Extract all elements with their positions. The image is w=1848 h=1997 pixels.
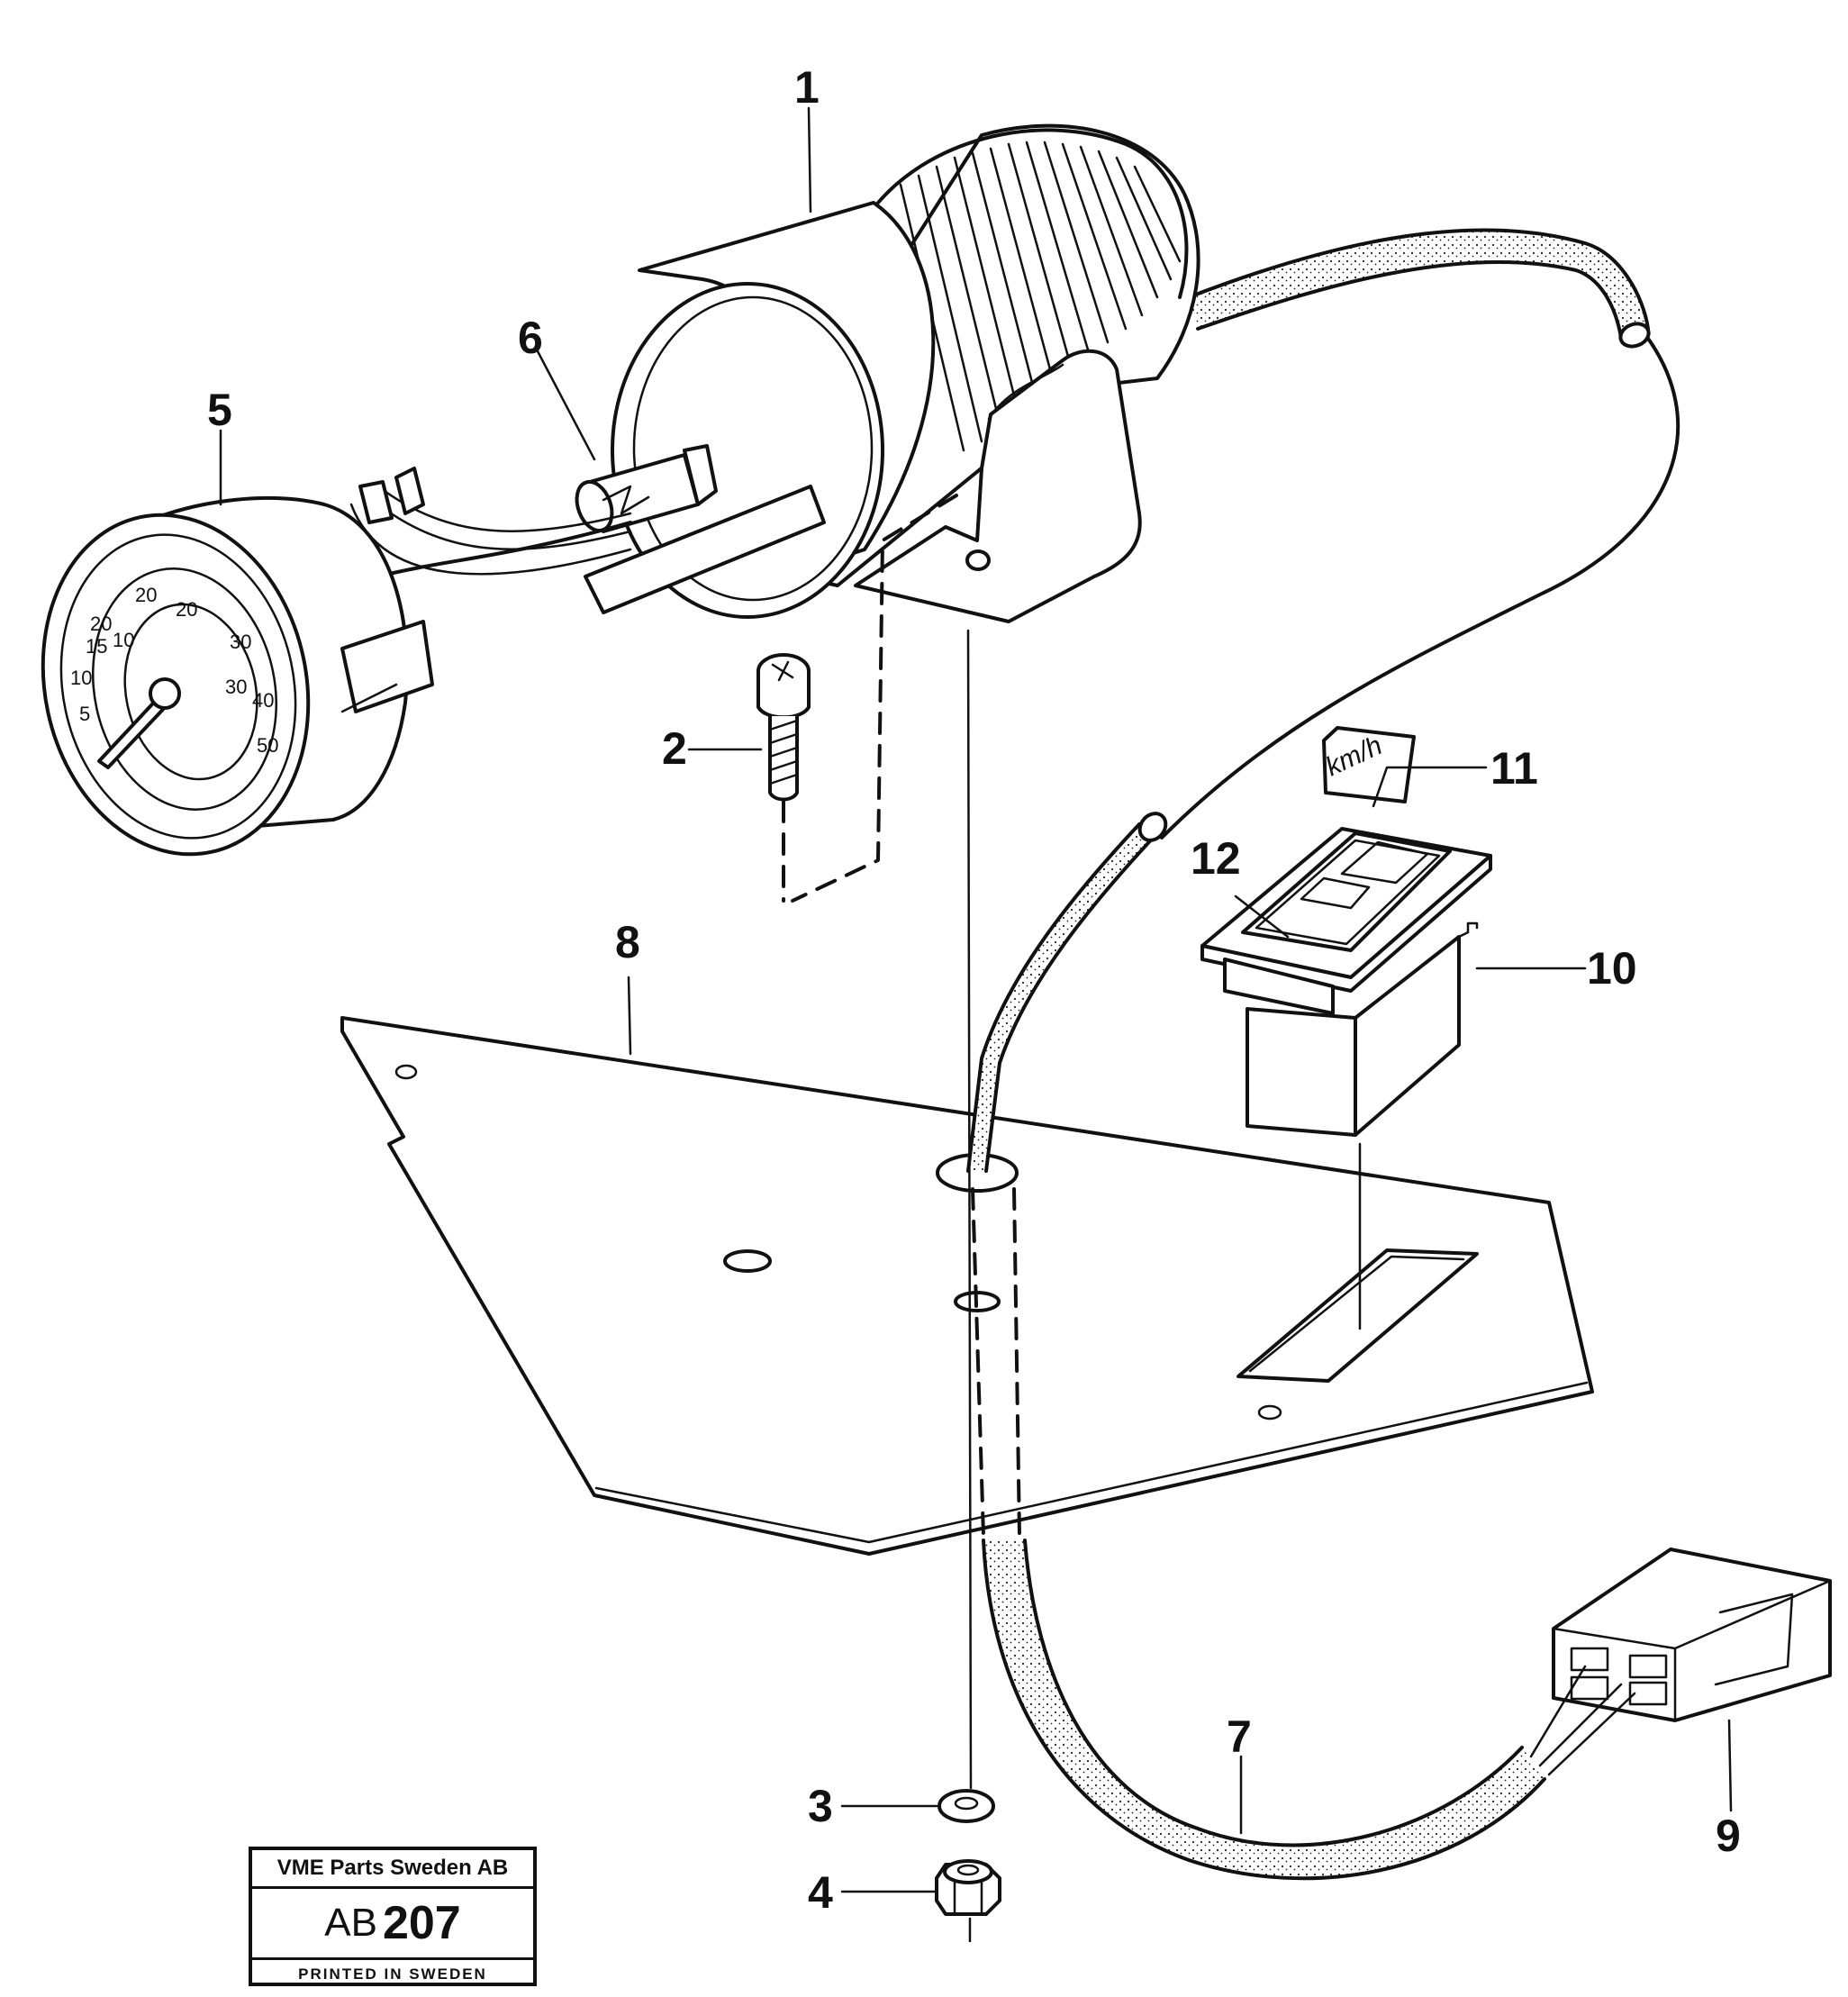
callout-3: 3	[808, 1781, 833, 1831]
dial-inner-20: 20	[176, 598, 197, 621]
dial-outer-40: 40	[252, 689, 274, 712]
callout-2: 2	[662, 723, 687, 774]
dial-left-5: 5	[79, 703, 90, 725]
dial-left-10: 10	[70, 667, 92, 689]
callout-10: 10	[1587, 943, 1637, 994]
dial-inner-10: 10	[113, 629, 134, 651]
callout-11: 11	[1490, 743, 1538, 794]
connector	[1529, 1548, 1832, 1776]
dial-left-20: 20	[90, 613, 112, 635]
bulb	[575, 444, 718, 533]
dial-outer-30: 30	[230, 631, 251, 653]
screw	[756, 653, 811, 903]
title-block-code-prefix: AB	[324, 1901, 377, 1945]
rocker-switch	[1241, 831, 1452, 952]
callout-8: 8	[615, 917, 640, 967]
dial-outer-50: 50	[257, 734, 278, 757]
title-block-code-number: 207	[382, 1897, 461, 1949]
callout-1: 1	[794, 62, 820, 113]
callout-6: 6	[518, 313, 543, 363]
cable-harness	[966, 228, 1680, 1881]
callout-7: 7	[1227, 1711, 1252, 1762]
title-block-company: VME Parts Sweden AB	[252, 1850, 533, 1889]
title-block-printed: PRINTED IN SWEDEN	[252, 1957, 533, 1988]
callout-9: 9	[1716, 1811, 1741, 1861]
speed-sender	[611, 123, 1200, 903]
km-h-decal: km/h	[1321, 726, 1416, 803]
washer	[938, 1789, 995, 1823]
speedometer: 20 30 40 50 10 20 30 20 15 10 5	[41, 467, 826, 857]
dial-outer-20: 20	[135, 584, 157, 606]
dial-left-15: 15	[86, 635, 107, 658]
callout-12: 12	[1191, 833, 1241, 884]
dial-scale: 20 30 40 50 10 20 30 20 15 10 5	[70, 584, 278, 757]
dial-inner-30: 30	[225, 676, 247, 698]
leader-lines	[219, 106, 1733, 1893]
mounting-plate	[340, 1016, 1594, 1556]
callout-4: 4	[808, 1867, 833, 1918]
nut	[935, 1859, 1001, 1916]
callout-5: 5	[207, 385, 232, 435]
